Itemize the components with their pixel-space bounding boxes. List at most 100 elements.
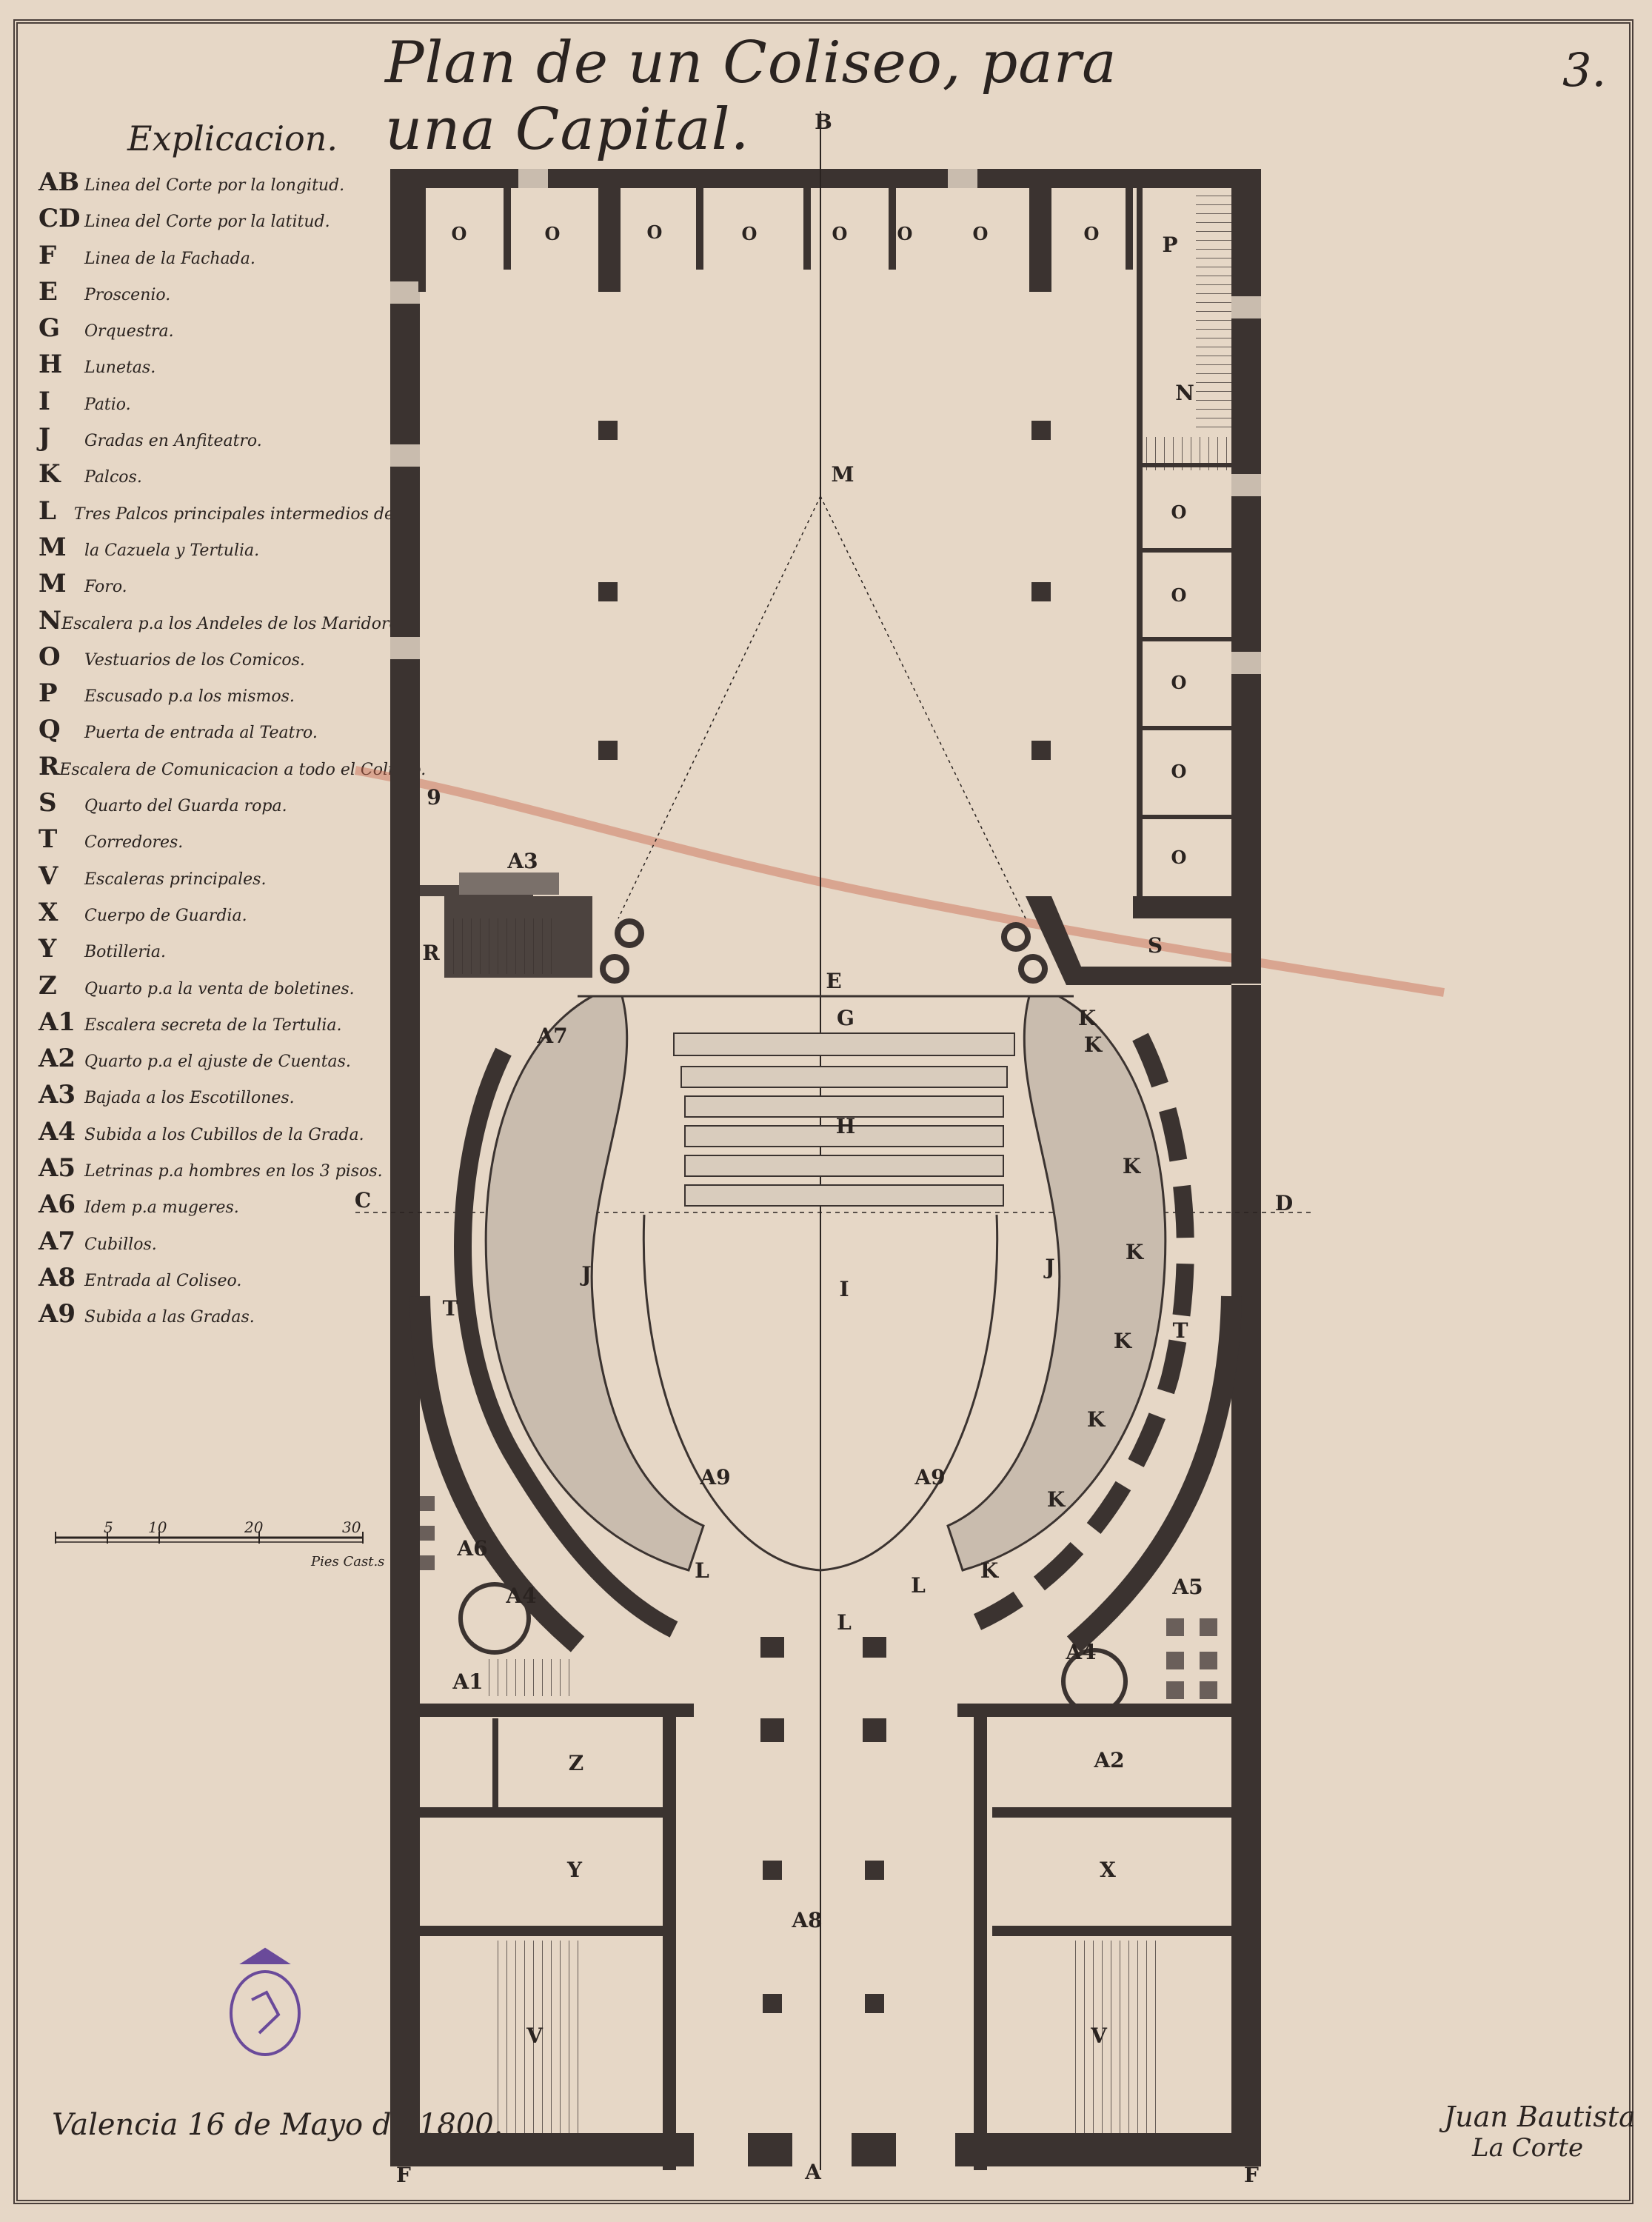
scale-tick-label: 10: [148, 1518, 167, 1536]
label-j-right: J: [1043, 1255, 1054, 1279]
legend-text: Escalera secreta de la Tertulia.: [84, 1015, 342, 1035]
legend-key: A2: [39, 1044, 76, 1074]
legend-text: Subida a las Gradas.: [84, 1308, 255, 1327]
label-z: Z: [569, 1751, 583, 1775]
gradas-left: [484, 995, 705, 1572]
label-k: K: [1047, 1487, 1066, 1512]
legend-text: Foro.: [84, 578, 127, 597]
legend-item: A2 Quarto p.a el ajuste de Cuentas.: [39, 1044, 394, 1080]
label-h: H: [836, 1114, 855, 1138]
legend-text: Entrada al Coliseo.: [84, 1271, 242, 1290]
label-a9: A9: [699, 1465, 730, 1489]
legend-key: A1: [39, 1007, 76, 1037]
patio-outline: [642, 1214, 999, 1572]
label-t-right: T: [1173, 1318, 1188, 1343]
legend-text: Gradas en Anfiteatro.: [84, 432, 262, 451]
dressing-room-walls: [418, 188, 1143, 899]
legend-text: Idem p.a mugeres.: [84, 1198, 239, 1218]
label-g: G: [837, 1006, 855, 1030]
label-n: N: [1175, 381, 1194, 405]
stair-a1: [489, 1659, 578, 1696]
legend-key: A5: [39, 1153, 76, 1184]
latrine-seats: [420, 1496, 1217, 1699]
legend-key: G: [39, 313, 61, 344]
label-r: R: [422, 941, 440, 965]
legend-key: A3: [39, 1080, 76, 1110]
label-a5: A5: [1171, 1575, 1203, 1599]
legend-item: A4 Subida a los Cubillos de la Grada.: [39, 1117, 394, 1153]
entrance-piers: [760, 1637, 886, 2013]
spiral-stairs: [458, 1582, 1128, 1715]
plan-title: Plan de un Coliseo, para una Capital.: [385, 30, 1117, 163]
label-a: A: [804, 2160, 822, 2184]
label-c: C: [355, 1188, 371, 1212]
legend-text: Botilleria.: [84, 943, 167, 962]
sheet-number: 3.: [1562, 43, 1607, 97]
legend-text: Escaleras principales.: [84, 870, 267, 889]
stair-n-landing: [1133, 437, 1229, 470]
legend-key: I: [39, 386, 50, 416]
label-v: V: [1090, 2024, 1108, 2048]
legend-text: Quarto p.a la venta de boletines.: [84, 979, 355, 998]
legend-key: N: [39, 605, 62, 635]
legend-item: A1 Escalera secreta de la Tertulia.: [39, 1007, 394, 1044]
legend-item: Q Puerta de entrada al Teatro.: [39, 715, 394, 751]
label-a4: A4: [1065, 1640, 1096, 1664]
legend-text: Subida a los Cubillos de la Grada.: [84, 1125, 364, 1144]
label-a2: A2: [1093, 1748, 1124, 1772]
window-gaps: [390, 169, 1261, 674]
label-k: K: [1126, 1240, 1145, 1264]
plan-labels: B A C D F F M E G H I J J T T K K K K K …: [355, 110, 1293, 2187]
gradas-right: [946, 995, 1167, 1572]
perspective-line: [618, 496, 821, 919]
legend-key: R: [39, 751, 60, 781]
legend-key: F: [39, 240, 57, 270]
legend-text: Patio.: [84, 395, 131, 414]
legend-text: Puerta de entrada al Teatro.: [84, 724, 318, 743]
label-a4: A4: [505, 1584, 536, 1608]
label-l: L: [911, 1573, 926, 1598]
label-o: O: [1084, 223, 1100, 244]
lunetas-rows: [673, 1032, 1015, 1207]
legend-text: Cuerpo de Guardia.: [84, 906, 247, 925]
legend-text: Quarto p.a el ajuste de Cuentas.: [84, 1052, 351, 1072]
label-o: O: [1171, 584, 1187, 606]
legend-text: Linea de la Fachada.: [84, 249, 255, 268]
label-a6: A6: [456, 1536, 487, 1561]
legend-text: la Cazuela y Tertulia.: [84, 541, 260, 560]
legend-key: K: [39, 459, 61, 490]
box-ring-right: [973, 1032, 1194, 1630]
label-o: O: [545, 223, 561, 244]
stair-v-left: [496, 1941, 585, 2133]
label-d: D: [1275, 1191, 1293, 1215]
trapdoor-a3: [459, 873, 559, 895]
label-o: O: [832, 223, 848, 244]
stage-columns: [598, 421, 1051, 760]
legend-item: I Patio.: [39, 387, 394, 423]
dressing-room-labels: O O O O O O O O O O O O O: [452, 221, 1187, 868]
legend-key: O: [39, 641, 61, 672]
legend-key: Q: [39, 715, 61, 745]
label-f-right: F: [1244, 2163, 1259, 2187]
legend-text: Linea del Corte por la longitud.: [84, 176, 345, 195]
corridor-wall-left: [409, 1295, 585, 1652]
legend-text: Orquestra.: [84, 322, 174, 341]
label-k: K: [980, 1558, 1000, 1583]
legend-item: G Orquestra.: [39, 313, 394, 350]
label-j-left: J: [579, 1262, 591, 1287]
legend-text: Tres Palcos principales intermedios de: [73, 504, 394, 524]
legend-key: A4: [39, 1116, 76, 1147]
legend-text: Vestuarios de los Comicos.: [84, 650, 305, 670]
legend-text: Escalera p.a los Andeles de los Maridore…: [61, 614, 412, 633]
